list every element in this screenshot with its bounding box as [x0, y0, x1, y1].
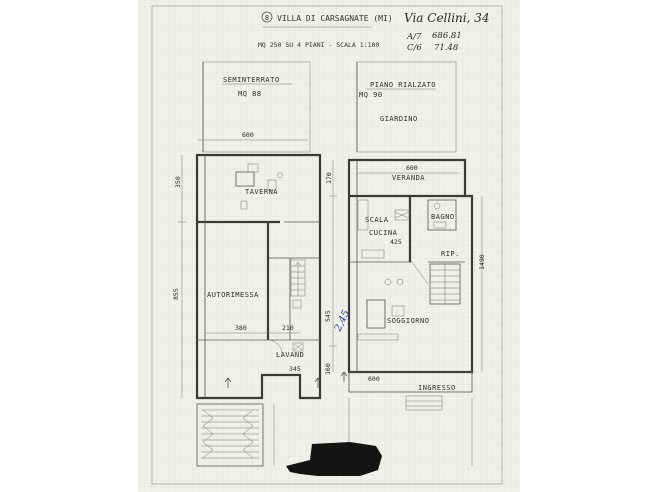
- seminterrato-dim-left-1: 350: [174, 176, 182, 188]
- rialzato-title: PIANO RIALZATO: [370, 81, 436, 89]
- ingresso-label: INGRESSO: [418, 384, 456, 392]
- plan-seminterrato: SEMINTERRATO MQ 88 600 TAVERNA AUTORIME: [172, 61, 322, 467]
- lavand-dim: 345: [289, 365, 301, 373]
- scala-label: SCALA: [365, 216, 389, 224]
- handwritten-address: Via Cellini, 34: [404, 11, 490, 25]
- seminterrato-dim-left-total: 855: [172, 288, 180, 300]
- handwritten-note-2-value: 71.48: [434, 43, 459, 53]
- taverna-label: TAVERNA: [245, 188, 278, 196]
- handwritten-note-2-label: C/6: [407, 43, 422, 53]
- cucina-label: CUCINA: [369, 229, 398, 237]
- bagno-label: BAGNO: [431, 213, 455, 221]
- handwritten-note-1-label: A/7: [406, 32, 422, 42]
- sofa: [366, 299, 386, 329]
- taverna-fireplace: [235, 171, 255, 187]
- graph-paper-grid: [138, 0, 520, 492]
- soggiorno-label: SOGGIORNO: [387, 317, 429, 325]
- bagno-room: [427, 199, 457, 231]
- entrance-steps: [405, 395, 443, 411]
- handwritten-note-1-value: 686.81: [432, 31, 462, 41]
- driveway-ramp: [196, 403, 275, 467]
- seminterrato-area: MQ 88: [238, 90, 262, 98]
- giardino-label: GIARDINO: [380, 115, 418, 123]
- rialzato-dim-right: 1490: [478, 254, 486, 270]
- sheet-number-circle: [261, 11, 273, 23]
- cucina-width-dim: 425: [390, 238, 402, 246]
- rialzato-dim-left-2: 545: [324, 310, 332, 322]
- rialzato-dim-left-1: 170: [325, 172, 333, 184]
- seminterrato-outer-wall: [195, 153, 322, 400]
- coffee-table: [391, 305, 405, 317]
- rialzato-bottom-dim: 600: [368, 375, 380, 383]
- seminterrato-width-dim: 600: [242, 131, 254, 139]
- rialzato-stair: [411, 261, 461, 305]
- ingresso-band: [348, 371, 473, 393]
- sheet-title: VILLA DI CARSAGNATE (MI): [277, 14, 393, 23]
- sheet-frame: [151, 5, 503, 485]
- autorimessa-label: AUTORIMESSA: [207, 291, 259, 299]
- service-width-dim: 210: [282, 324, 294, 332]
- sheet-subtitle: MQ 250 SU 4 PIANI - SCALA 1:100: [258, 41, 379, 49]
- sheet-number: 8: [265, 14, 269, 22]
- rialzato-area: MQ 90: [359, 91, 383, 99]
- veranda-width-dim: 600: [406, 164, 418, 172]
- plan-piano-rialzato: PIANO RIALZATO MQ 90 GIARDINO 600 VERAND…: [324, 61, 486, 466]
- lavand-label: LAVAND: [276, 351, 304, 359]
- redaction-mark: [286, 442, 382, 476]
- rialzato-dim-left-3: 160: [324, 363, 332, 375]
- veranda-label: VERANDA: [392, 174, 425, 182]
- rip-label: RIP.: [441, 250, 460, 258]
- autorimessa-width-dim: 380: [235, 324, 247, 332]
- seminterrato-title: SEMINTERRATO: [223, 76, 280, 84]
